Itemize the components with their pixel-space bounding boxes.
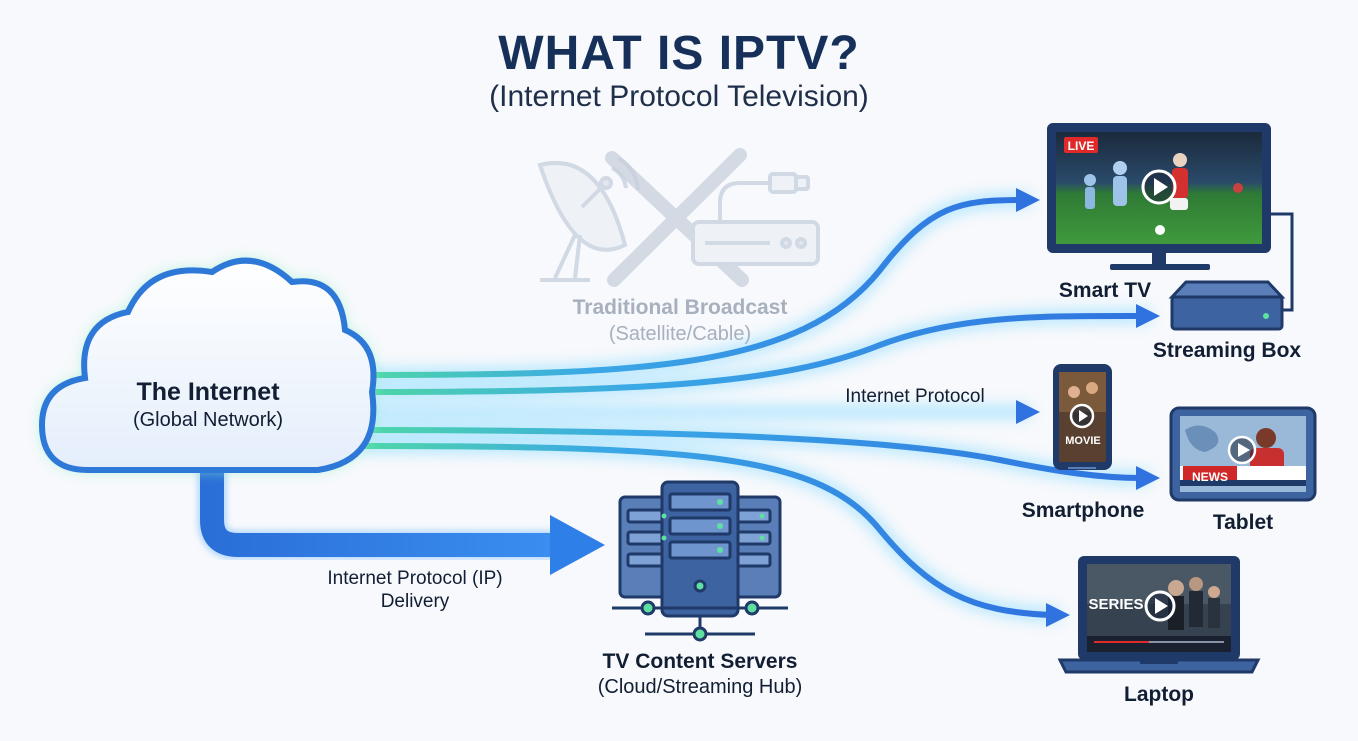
servers-title: TV Content Servers — [602, 650, 798, 673]
laptop-icon — [1057, 556, 1261, 674]
arrowhead-tablet — [1136, 466, 1160, 490]
arrowhead-laptop — [1046, 603, 1070, 627]
ip-delivery-line2: Delivery — [380, 591, 450, 612]
tv-live-badge: LIVE — [1068, 139, 1095, 153]
streaming-box-label: Streaming Box — [1152, 339, 1302, 362]
smart-tv-icon — [1047, 123, 1294, 312]
internet-title: The Internet — [136, 378, 280, 406]
smartphone-icon — [1053, 364, 1112, 470]
page-title: WHAT IS IPTV? — [498, 27, 860, 80]
laptop-series-badge: SERIES — [1088, 596, 1143, 613]
flow-lines — [357, 188, 1160, 627]
servers-subtitle: (Cloud/Streaming Hub) — [597, 676, 803, 698]
laptop-label: Laptop — [1124, 683, 1194, 706]
smart-tv-label: Smart TV — [1058, 279, 1152, 302]
broadcast-title: Traditional Broadcast — [572, 296, 788, 319]
internet-cloud-icon — [38, 257, 377, 473]
phone-movie-badge: MOVIE — [1065, 435, 1100, 447]
arrowhead-smart-tv — [1016, 188, 1040, 212]
arrowhead-streaming-box — [1136, 304, 1160, 328]
cable-box-icon — [691, 172, 820, 266]
page-subtitle: (Internet Protocol Television) — [489, 80, 869, 113]
tablet-news-badge: NEWS — [1192, 470, 1228, 484]
arrowhead-smartphone — [1016, 400, 1040, 424]
ip-delivery-arrow — [197, 470, 605, 575]
tablet-label: Tablet — [1212, 511, 1274, 534]
content-servers-icon — [612, 480, 788, 642]
traditional-broadcast-group — [537, 148, 820, 287]
internet-protocol-label: Internet Protocol — [845, 386, 985, 407]
streaming-box-icon — [1168, 280, 1286, 331]
tablet-icon — [1169, 406, 1317, 502]
broadcast-subtitle: (Satellite/Cable) — [608, 323, 752, 345]
smartphone-label: Smartphone — [1021, 499, 1145, 522]
internet-subtitle: (Global Network) — [132, 409, 284, 431]
ip-delivery-line1: Internet Protocol (IP) — [327, 568, 503, 589]
